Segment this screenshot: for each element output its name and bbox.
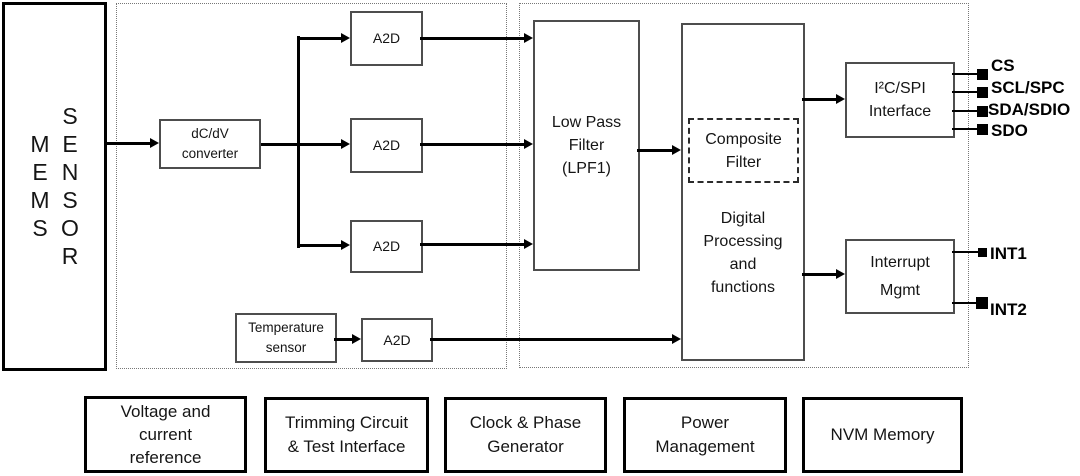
temperature-sensor-block: Temperature sensor — [235, 313, 337, 363]
line-lpf-to-digital — [637, 149, 672, 152]
line-digital-to-i2c — [802, 98, 836, 101]
line-pin-cs — [952, 73, 980, 75]
line-pin-sdo — [952, 128, 980, 130]
voltage-current-reference-block: Voltage and current reference — [84, 396, 247, 473]
interrupt-mgmt-block: Interrupt Mgmt — [845, 239, 955, 314]
arrowhead-i2c-in — [836, 94, 845, 104]
pin-label-cs: CS — [991, 56, 1015, 75]
arrowhead-lpf-2 — [524, 139, 533, 149]
pin-label-int1: INT1 — [990, 244, 1027, 263]
analog-front-end-frame — [116, 3, 507, 369]
mems-vertical-word-2: S E N S O R — [61, 103, 79, 269]
power-management-block: Power Management — [623, 397, 787, 473]
arrowhead-digital-in — [672, 145, 681, 155]
line-pin-scl — [952, 91, 980, 93]
pin-pad-cs — [977, 69, 988, 80]
arrowhead-a2d-3 — [341, 240, 350, 250]
line-pin-int2 — [952, 302, 980, 304]
digital-processing-block — [681, 23, 805, 361]
arrowhead-lpf-1 — [524, 33, 533, 43]
digital-section-frame — [519, 3, 969, 368]
a2d-block-3: A2D — [350, 220, 423, 273]
line-tempsensor-to-a2d — [334, 338, 352, 341]
pin-label-int2: INT2 — [990, 300, 1027, 319]
line-digital-to-interrupt — [802, 273, 836, 276]
mems-sensor-block: M E M S S E N S O R — [2, 2, 107, 371]
line-a2d2-to-lpf — [420, 143, 524, 146]
arrowhead-temp-a2d — [352, 334, 361, 344]
a2d-block-2: A2D — [350, 118, 423, 173]
i2c-spi-interface-block: I²C/SPI Interface — [845, 62, 955, 138]
pin-label-sdo: SDO — [991, 121, 1028, 140]
arrowhead-interrupt-in — [836, 269, 845, 279]
line-branch-vertical — [297, 36, 300, 248]
nvm-memory-block: NVM Memory — [802, 397, 963, 473]
line-dcdv-out — [261, 143, 341, 146]
digital-processing-label: Digital Processing and functions — [703, 210, 783, 296]
pin-pad-sda — [977, 106, 988, 117]
dcdv-converter-block: dC/dV converter — [159, 119, 261, 169]
pin-pad-sdo — [977, 124, 988, 135]
pin-label-sda-sdio: SDA/SDIO — [988, 100, 1071, 119]
low-pass-filter-block: Low Pass Filter (LPF1) — [533, 20, 640, 271]
pin-pad-int1 — [978, 248, 987, 257]
arrowhead-a2d-1 — [341, 33, 350, 43]
arrowhead-lpf-3 — [524, 239, 533, 249]
mems-vertical-word-1: M E M S — [30, 131, 50, 241]
line-mems-to-dcdv — [107, 142, 150, 145]
clock-phase-generator-block: Clock & Phase Generator — [444, 397, 607, 473]
line-pin-sda — [952, 110, 980, 112]
pin-pad-int2 — [976, 297, 988, 309]
line-pin-int1 — [952, 251, 981, 253]
arrowhead-digital-temp-in — [672, 334, 681, 344]
a2d-block-temp: A2D — [361, 318, 433, 362]
a2d-block-1: A2D — [350, 11, 423, 66]
pin-pad-scl — [977, 87, 988, 98]
arrowhead-a2d-2 — [341, 139, 350, 149]
trimming-test-interface-block: Trimming Circuit & Test Interface — [264, 397, 429, 473]
composite-filter-block: Composite Filter — [688, 118, 799, 183]
line-branch-bottom — [297, 244, 341, 247]
line-a2d1-to-lpf — [420, 37, 524, 40]
line-a2d3-to-lpf — [420, 243, 524, 246]
line-branch-top — [297, 37, 341, 40]
arrowhead-dcdv — [150, 138, 159, 148]
pin-label-scl-spc: SCL/SPC — [991, 78, 1065, 97]
line-tempa2d-to-digital — [430, 338, 672, 341]
